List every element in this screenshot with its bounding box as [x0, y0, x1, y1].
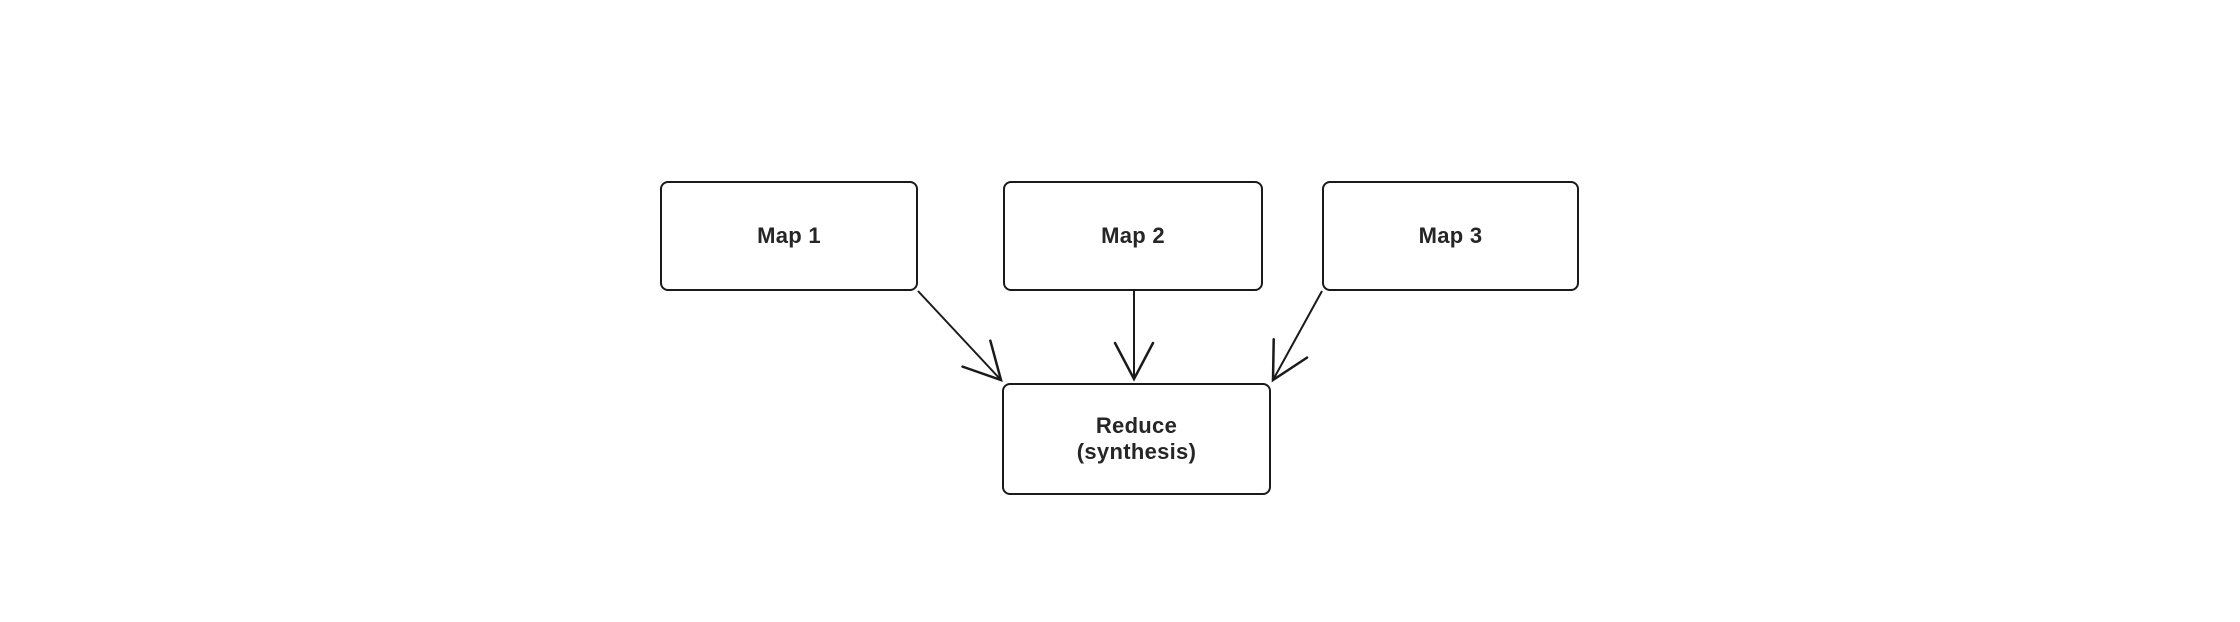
node-map2-label: Map 2: [1101, 223, 1165, 249]
edge-map1-to-reduce: [917, 290, 1003, 382]
node-map2: Map 2: [1003, 181, 1263, 291]
node-map1: Map 1: [660, 181, 918, 291]
node-map3-label: Map 3: [1418, 223, 1483, 249]
node-map3: Map 3: [1322, 181, 1579, 291]
node-reduce-label: Reduce (synthesis): [1076, 413, 1197, 464]
edge-map3-to-reduce: [1271, 290, 1323, 383]
node-map1-label: Map 1: [757, 223, 821, 249]
node-reduce: Reduce (synthesis): [1002, 383, 1271, 495]
